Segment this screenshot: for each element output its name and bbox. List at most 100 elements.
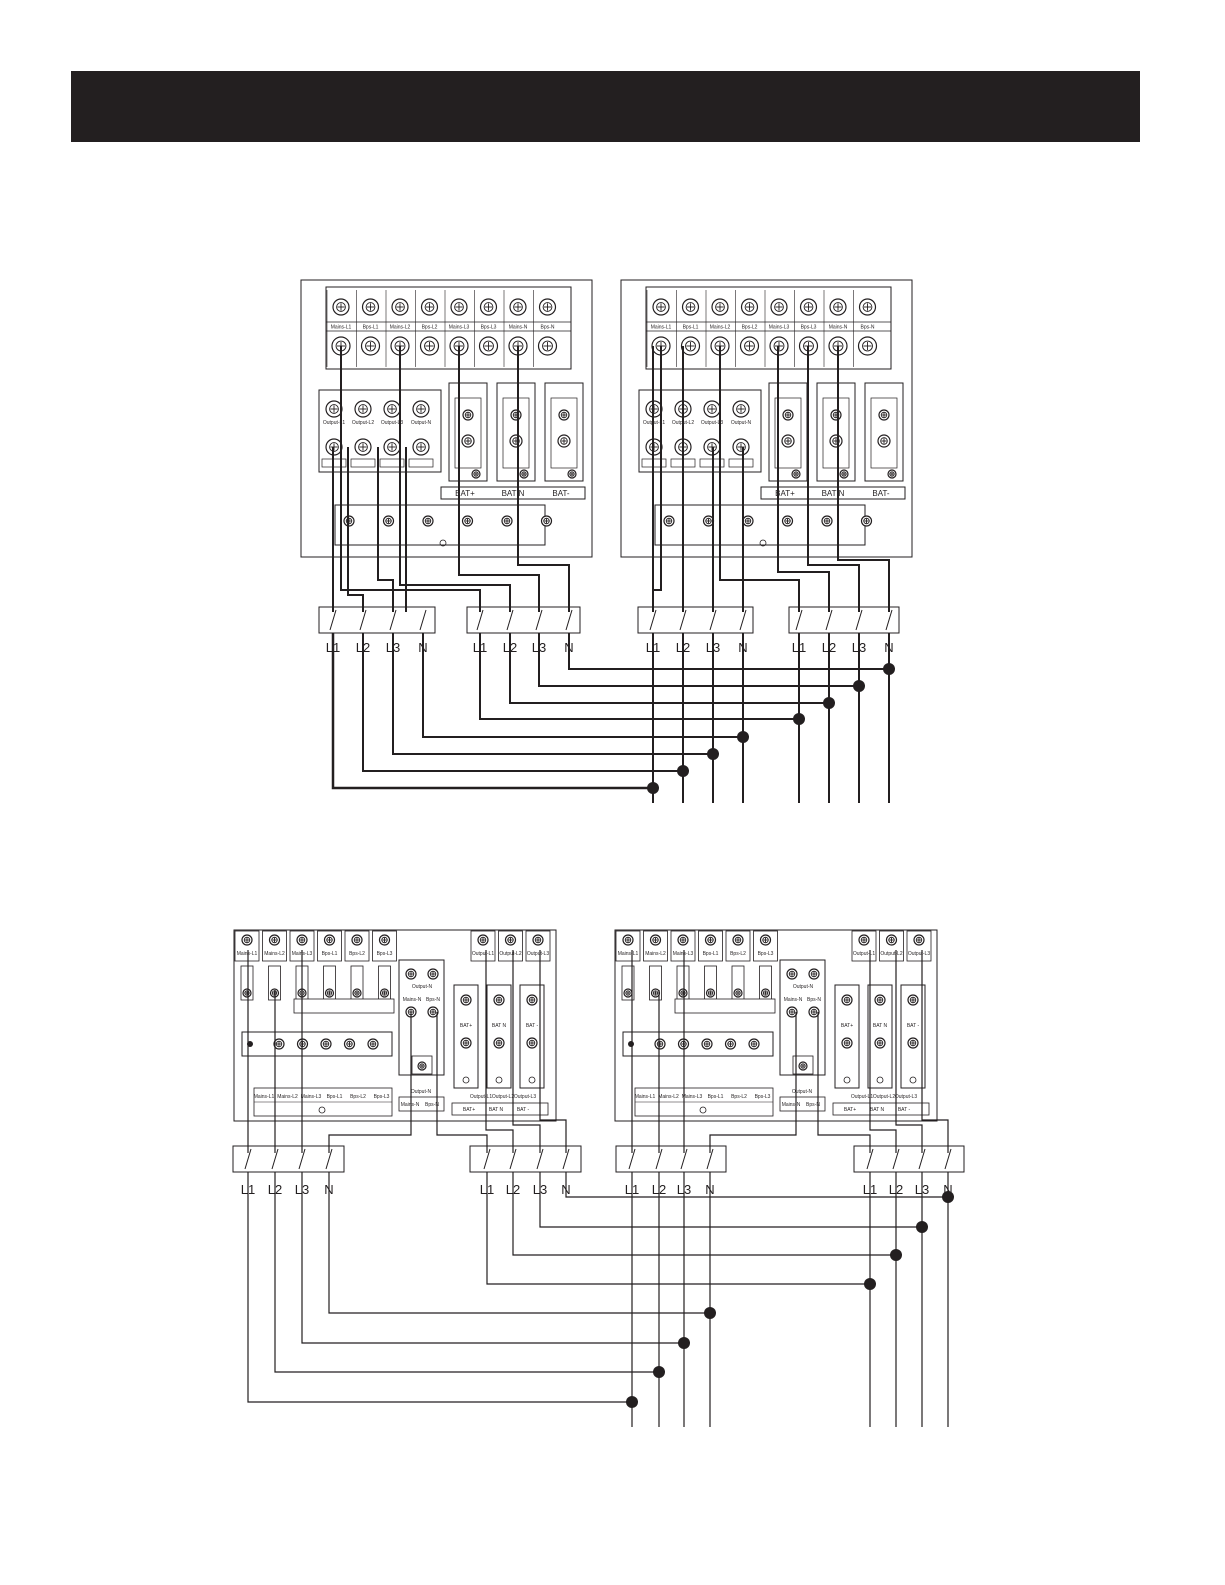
screw-inner [464,411,472,419]
strip-label: Bps-L2 [731,1094,747,1100]
screw-inner [513,302,523,312]
wire [719,346,800,612]
output-clamp [379,458,405,468]
battery-strip [832,1102,930,1116]
screw-inner [483,302,494,312]
output-label: Output-L3 [527,951,549,957]
screw-inner [862,340,873,352]
screw-inner [365,340,376,352]
screw-inner [424,340,435,352]
screw-inner [685,302,696,312]
screw-inner [665,517,673,525]
screw-inner [416,404,426,414]
terminal-label: Bps-L1 [322,951,338,957]
screw-inner [534,936,542,944]
screw-inner [915,936,923,944]
terminal-label: Mains-N [829,325,848,331]
terminal-label: Bps-N [861,325,875,331]
output-label: Output-L2 [352,420,374,426]
screw-inner [788,1008,796,1016]
screw-inner [652,990,659,996]
screw-inner [703,1040,711,1048]
screw-inner [521,471,527,477]
output-strip-label: Output-L3 [895,1094,917,1100]
output-label: Output-L1 [323,420,345,426]
junction-dot [853,680,865,692]
wire [921,950,949,1153]
screw-inner [841,471,847,477]
terminal-label: Bps-L2 [730,951,746,957]
breaker-body [232,1145,345,1173]
battery-label: BAT+ [455,489,475,498]
screw-inner [560,411,568,419]
output-clamp [728,458,754,468]
screw-inner [744,340,755,352]
screw-inner [744,302,755,312]
junction-dot [677,765,689,777]
screw-inner [369,1040,377,1048]
battery-label-strip [440,486,586,500]
wire [362,633,683,772]
screw-inner [876,1039,884,1047]
breaker-contact [506,609,514,631]
battery-strip-label: BAT - [898,1107,911,1113]
battery-label: BAT N [822,489,845,498]
wire [392,633,713,755]
screw-inner [889,471,895,477]
screw-inner [358,404,368,414]
wire [399,346,511,612]
screw-inner [381,936,388,944]
bus-bar [241,1031,393,1057]
terminal-label: Bps-N [541,325,555,331]
output-strip-label: Output-L3 [514,1094,536,1100]
screw-inner [863,517,870,525]
screw-inner [793,471,799,477]
terminal-label: Bps-L1 [683,325,699,331]
screw-inner [880,411,888,419]
battery-plate [870,397,898,469]
strip-label: Mains-L1 [635,1094,656,1100]
breaker-contact [325,1148,333,1170]
breaker-contact [825,609,833,631]
wire [479,633,799,720]
screw-inner [888,936,895,944]
junction-dot [704,1307,716,1319]
battery-plate [454,397,482,469]
screw-inner [800,1063,806,1069]
wire [331,633,653,790]
wire [347,447,364,612]
battery-plate [774,397,802,469]
breaker-contact [389,609,397,631]
output-label: Output-L1 [472,951,494,957]
wire [895,950,923,1153]
screw-inner [462,996,470,1004]
screw-inner [365,302,376,312]
screw-inner [512,437,520,445]
strip-label: Mains-L3 [682,1094,703,1100]
screw-inner [784,411,792,419]
wire [509,633,829,704]
screw-inner [810,970,818,978]
battery-hole [843,1076,851,1084]
neutral-label: Output-N [411,1089,432,1095]
battery-hole [528,1076,536,1084]
terminal-label: Mains-L1 [618,951,639,957]
wire [817,1012,871,1153]
wire [538,633,859,687]
screw-inner [385,517,392,525]
junction-dot [626,1396,638,1408]
battery-plate [502,397,530,469]
screw-inner [843,1039,851,1047]
screw-inner [528,996,536,1004]
terminal-label: Mains-L2 [710,325,731,331]
screw-inner [788,970,796,978]
output-strip-label: Output-L2 [492,1094,514,1100]
terminal-label: Bps-L3 [758,951,774,957]
terminal-label: Mains-L2 [264,951,285,957]
terminal-label: Mains-L1 [651,325,672,331]
screw-inner [736,442,746,452]
wire [777,346,830,612]
output-clamp [350,458,376,468]
